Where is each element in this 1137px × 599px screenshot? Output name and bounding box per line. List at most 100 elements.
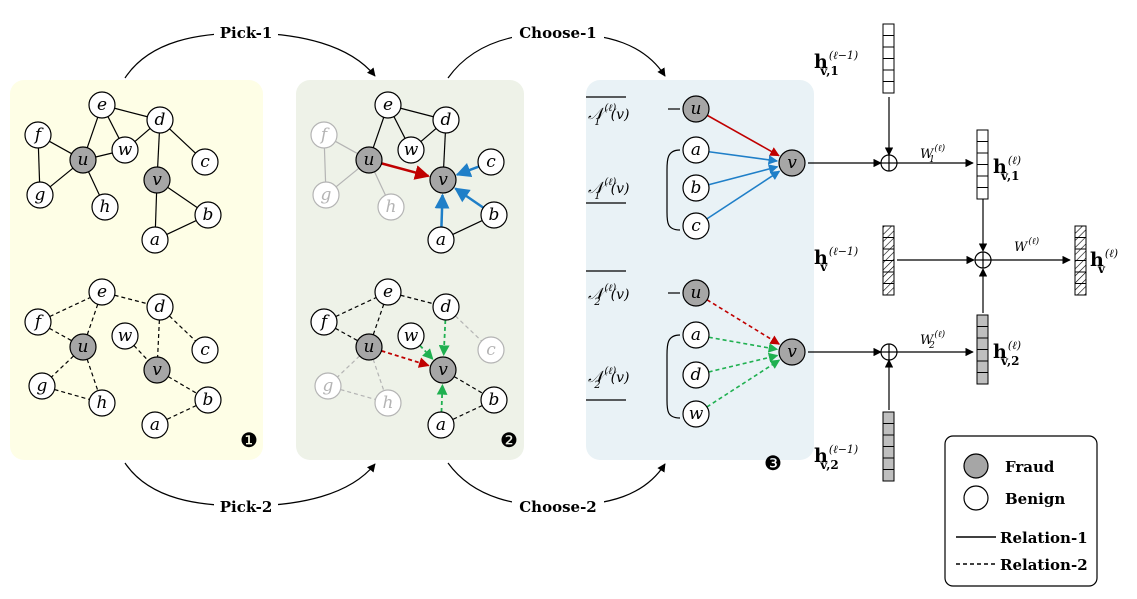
p3-r1-node-v: v [778, 149, 806, 177]
svg-text:𝒩(ℓ)1(v): 𝒩(ℓ)1(v) [588, 103, 630, 128]
p2-r2-node-c-label: c [486, 340, 496, 360]
p3-r2-node-v-label: v [787, 342, 797, 362]
p2-r1-node-h: h [377, 193, 405, 221]
p1-r2-node-e-label: e [97, 282, 107, 302]
p2-r1-node-b: b [480, 201, 508, 229]
p1-r2-edge-f-u [49, 327, 72, 342]
p2-r1-node-d-label: d [441, 110, 452, 130]
step-2-marker: ❷ [500, 428, 518, 452]
neighborhood-label-n2: 𝒩(ℓ)2(v) [586, 366, 630, 401]
p1-r1-node-b-label: b [203, 205, 214, 225]
p1-r2-node-a: a [141, 411, 169, 439]
choose-1-label-bg [512, 22, 604, 44]
p3-r2-node-v: v [778, 338, 806, 366]
p3-r2-edge-a-v [708, 336, 779, 353]
p2-r2-edge-e-u [372, 304, 385, 335]
p1-r1-edge-d-w [134, 128, 151, 142]
p2-r2-node-a-label: a [436, 415, 446, 435]
label-h-prev-v: h(ℓ−1)v [814, 245, 858, 274]
p2-r1-node-v-label: v [438, 170, 448, 190]
p3-r2-node-w-label: w [689, 404, 704, 424]
p1-r2-node-e: e [88, 278, 116, 306]
p3-r2-node-d: d [682, 361, 710, 389]
p2-r2-node-u-label: u [364, 337, 375, 357]
step-3-marker: ❸ [764, 451, 782, 475]
p2-r1-edge-d-v [443, 132, 446, 168]
p2-r1-node-v: v [429, 166, 457, 194]
p2-r2-edge-v-b [453, 376, 484, 394]
p2-r1-node-c: c [477, 148, 505, 176]
p1-r2-node-w: w [111, 322, 139, 350]
p2-r2-node-d: d [432, 293, 460, 321]
p3-r2-edge-d-v [708, 352, 779, 373]
n1-bracket [666, 149, 681, 231]
p3-r2-edge-u-v [706, 299, 781, 345]
p1-r1-node-f: f [24, 121, 52, 149]
p1-r2-node-h: h [88, 389, 116, 417]
step-1-marker: ❶ [240, 428, 258, 452]
p2-r1-node-g: g [312, 181, 340, 209]
pick-1-label-bg [214, 22, 278, 44]
p1-r2-edge-b-a [166, 405, 197, 420]
pick-1-label: Pick-1 [220, 24, 273, 42]
p1-r1-node-c: c [191, 148, 219, 176]
p2-r2-node-c: c [477, 336, 505, 364]
p2-r1-edge-b-v [454, 187, 484, 209]
p2-r1-node-a: a [427, 226, 455, 254]
p1-r1-node-d-label: d [155, 110, 166, 130]
p3-r2-node-w: w [682, 400, 710, 428]
p1-r2-node-c-label: c [200, 340, 210, 360]
p1-r1-edge-e-w [107, 116, 120, 139]
p2-r2-node-w: w [397, 322, 425, 350]
legend-benign-swatch [963, 485, 989, 511]
p1-r2-node-v-label: v [152, 360, 162, 380]
p2-r2-node-e-label: e [383, 282, 393, 302]
p2-r2-node-v: v [429, 356, 457, 384]
p1-r1-edge-f-u [49, 140, 72, 155]
p3-r1-node-a: a [682, 136, 710, 164]
p1-r1-node-f-label: f [33, 125, 44, 145]
p1-r1-node-h-label: h [100, 197, 111, 217]
legend-relation2-label: Relation-2 [1000, 556, 1088, 574]
p1-r2-node-a-label: a [150, 415, 160, 435]
vector-h-prev-v1 [882, 23, 895, 94]
p1-r2-node-b: b [194, 386, 222, 414]
p2-r1-node-e: e [374, 91, 402, 119]
sum-node-final [974, 251, 992, 269]
p3-r2-edge-w-v [706, 359, 781, 408]
neighborhood-label-n2-bar: 𝒩(ℓ)2(v) [586, 270, 630, 308]
p1-r2-edge-d-c [168, 315, 197, 342]
p1-r2-edge-u-h [86, 359, 99, 391]
choose-2-label-bg [512, 496, 604, 518]
label-h-cur-v: h(ℓ)v [1090, 247, 1118, 276]
p1-r1-node-e: e [88, 91, 116, 119]
p1-r2-node-d: d [146, 293, 174, 321]
neighborhood-label-n1-bar: 𝒩(ℓ)1(v) [586, 96, 630, 128]
p3-r1-node-v-label: v [787, 153, 797, 173]
p2-r1-node-u-label: u [364, 150, 375, 170]
aggregation-flow [808, 97, 1071, 410]
p3-r1-edge-c-v [706, 170, 781, 220]
sum-node-2 [880, 343, 898, 361]
p2-r2-edge-u-g [337, 355, 360, 378]
p2-r1-edge-f-u [335, 140, 358, 155]
vector-h-cur-v1 [976, 129, 989, 200]
p1-r2-edge-f-e [49, 296, 91, 318]
p2-r1-node-w-label: w [404, 140, 419, 160]
p1-r1-edge-a-b [166, 220, 197, 235]
panel-3-background [586, 80, 814, 460]
p1-r1-edge-v-b [167, 186, 198, 209]
p1-r2-node-b-label: b [203, 390, 214, 410]
p2-r2-node-a: a [427, 411, 455, 439]
p2-r2-node-g: g [314, 372, 342, 400]
p2-r1-edge-d-w [420, 128, 437, 142]
p1-r2-node-f: f [24, 308, 52, 336]
p1-r2-edge-d-v [157, 319, 160, 358]
pick-2-label: Pick-2 [220, 498, 273, 516]
p2-r2-node-d-label: d [441, 297, 452, 317]
p2-r2-node-f-label: f [319, 312, 330, 332]
p2-r1-edge-u-h [373, 171, 387, 196]
p1-r1-node-g: g [26, 181, 54, 209]
p1-r1-edge-u-h [87, 171, 101, 196]
